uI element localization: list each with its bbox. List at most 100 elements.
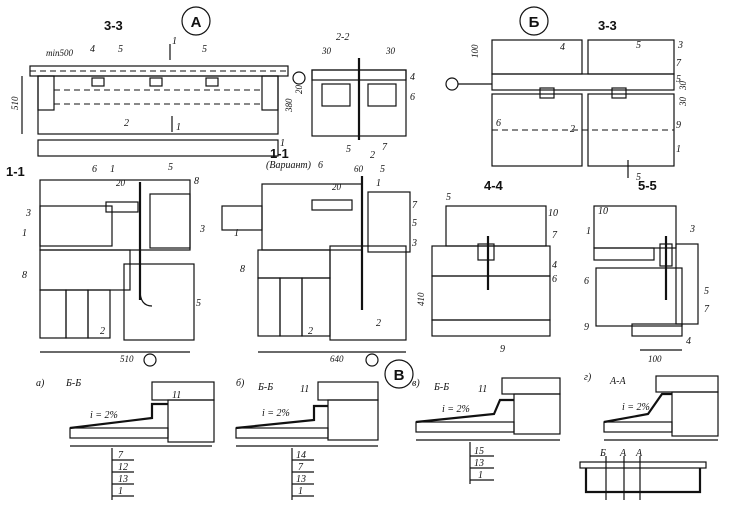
title-1-1-small: 1-1	[270, 146, 289, 161]
sub-a: а)	[36, 378, 45, 389]
dim-410: 410	[416, 292, 426, 306]
label-1-g: 1	[376, 178, 381, 189]
dim-100: 100	[470, 44, 480, 58]
dim-60: 60	[354, 164, 364, 174]
layer-b-3: 13	[296, 474, 306, 485]
dim-100-b: 100	[648, 354, 662, 364]
label-5-l: 5	[704, 286, 709, 297]
label-3-a: 3	[677, 40, 683, 51]
plan-letter-a2: А	[635, 448, 643, 459]
label-5-i: 5	[380, 164, 385, 175]
label-3-b: 3	[199, 224, 205, 235]
label-7-d: 7	[552, 230, 558, 241]
label-2-d: 2	[100, 326, 105, 337]
plan-letter-a1: А	[619, 448, 627, 459]
label-6-e: 6	[552, 274, 557, 285]
label-5-k: 5	[446, 192, 451, 203]
dim-20-b: 20	[116, 178, 126, 188]
section-5-5: 5-5 100 10 1 3 6 5 7 9 4	[584, 178, 710, 364]
title-aa-g: А-А	[609, 376, 626, 387]
layer-b-1: 14	[296, 450, 306, 461]
title-bb-b: Б-Б	[257, 382, 273, 393]
label-7-a: 7	[382, 142, 388, 153]
sub-v: в)	[412, 378, 420, 389]
label-6-d: 6	[318, 160, 323, 171]
dim-20-a: 20	[294, 85, 304, 95]
label-6-f: 6	[584, 276, 589, 287]
detail-g: г) А-А i = 2% Б А А	[579, 372, 719, 500]
marker-a-label: А	[191, 14, 202, 31]
detail-b: б) Б-Б i = 2% 11 14 7 13 1	[235, 378, 379, 500]
label-3-e: 3	[689, 224, 695, 235]
label-11-c: 11	[478, 384, 487, 395]
plan-aa: Б А А	[579, 448, 707, 500]
dim-510-horizontal: 510	[120, 354, 134, 364]
label-10-b: 10	[598, 206, 608, 217]
marker-b-label: Б	[529, 14, 540, 31]
label-5-c: 5	[346, 144, 351, 155]
label-5-a: 5	[118, 44, 123, 55]
label-2-e: 2	[308, 326, 313, 337]
layer-b-4: 1	[298, 486, 303, 497]
label-7-e: 7	[704, 304, 710, 315]
slope-v: i = 2%	[442, 404, 470, 415]
title-2-2: 2-2	[336, 32, 349, 43]
dim-640: 640	[330, 354, 344, 364]
dim-510-vertical: 510	[10, 96, 20, 110]
label-1-e: 1	[110, 164, 115, 175]
label-1-h: 1	[234, 228, 239, 239]
label-1-d: 1	[676, 144, 681, 155]
label-4-d: 4	[552, 260, 557, 271]
label-2-a: 2	[124, 118, 129, 129]
dim-30-d: 30	[678, 97, 688, 108]
title-bb-v: Б-Б	[433, 382, 449, 393]
layer-table-b: 14 7 13 1	[291, 448, 314, 500]
title-1-1-a: 1-1	[6, 164, 25, 179]
plan-letter-b: Б	[599, 448, 606, 459]
label-6-c: 6	[92, 164, 97, 175]
marker-v: В	[384, 359, 414, 389]
label-4-b: 4	[410, 72, 415, 83]
label-4-e: 4	[686, 336, 691, 347]
dim-min500: min500	[46, 48, 74, 58]
label-5-h: 5	[196, 298, 201, 309]
label-4-c: 4	[560, 42, 565, 53]
layer-b-2: 7	[298, 462, 304, 473]
marker-v-label: В	[394, 367, 405, 384]
section-3-3-b: 3-3 100 30 30 5 3 4 7 5 6 2 9 1 5	[445, 18, 688, 183]
label-9-c: 9	[584, 322, 589, 333]
label-3-d: 3	[411, 238, 417, 249]
dim-30-c: 30	[678, 81, 688, 92]
marker-a: А	[181, 6, 211, 36]
layer-table-a: 7 12 13 1	[111, 448, 134, 500]
slope-g: i = 2%	[622, 402, 650, 413]
section-3-3-a: 3-3 min500 510 380 1 4 5 5 2 1 1-1 1	[10, 18, 306, 161]
sub-b: б)	[236, 378, 245, 389]
label-5-f: 5	[636, 172, 641, 183]
detail-v: в) Б-Б i = 2% 11 15 13 1	[412, 377, 561, 484]
detail-a: а) Б-Б i = 2% 11 7 12 13 1	[36, 378, 215, 500]
label-1-f: 1	[22, 228, 27, 239]
layer-a-1: 7	[118, 450, 124, 461]
label-3-c: 3	[25, 208, 31, 219]
marker-b: Б	[519, 6, 549, 36]
label-5-d: 5	[636, 40, 641, 51]
layer-table-v: 15 13 1	[469, 442, 494, 484]
layer-v-1: 15	[474, 446, 484, 457]
title-bb-a: Б-Б	[65, 378, 81, 389]
label-1-c: 1	[176, 122, 181, 133]
slope-a: i = 2%	[90, 410, 118, 421]
section-2-2: 2-2 30 30 20 4 6 7 5 2	[294, 32, 415, 161]
dim-20-c: 20	[332, 182, 342, 192]
layer-a-4: 1	[118, 486, 123, 497]
label-4-a: 4	[90, 44, 95, 55]
sub-g: г)	[584, 372, 592, 383]
title-4-4: 4-4	[484, 178, 504, 193]
label-2-c: 2	[570, 124, 575, 135]
slope-b: i = 2%	[262, 408, 290, 419]
label-2-f: 2	[376, 318, 381, 329]
layer-v-2: 13	[474, 458, 484, 469]
label-8-a: 8	[194, 176, 199, 187]
label-7-b: 7	[676, 58, 682, 69]
